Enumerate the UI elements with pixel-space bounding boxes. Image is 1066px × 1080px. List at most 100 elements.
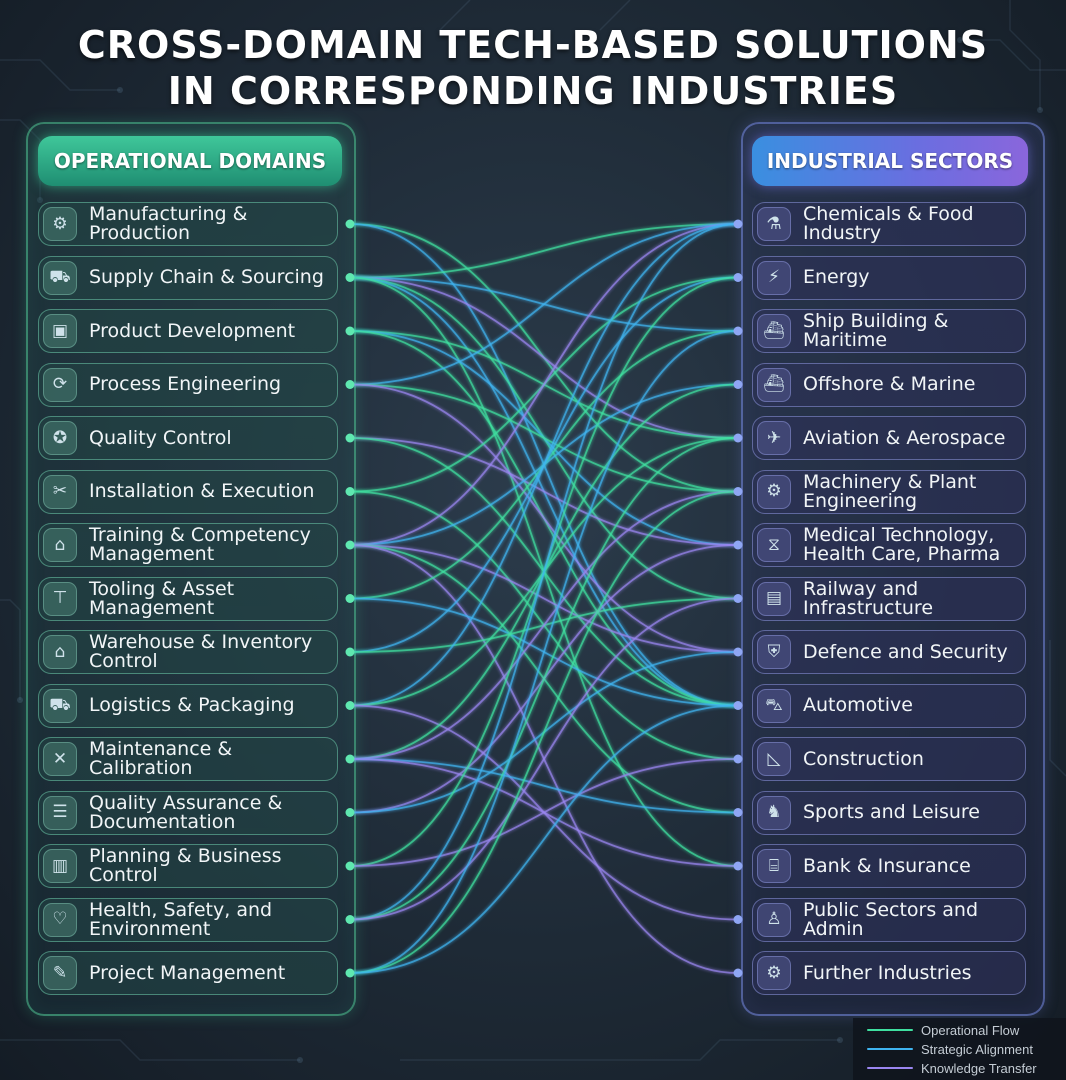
left-connector-dot	[345, 380, 355, 389]
sector-label: Medical Technology, Health Care, Pharma	[803, 524, 1001, 565]
connector-line	[349, 223, 739, 546]
domain-item-maintenance-calibration[interactable]: ✕Maintenance & Calibration	[38, 737, 338, 781]
sector-item-construction[interactable]: ◺Construction	[752, 737, 1026, 781]
legend-item-knowledge-transfer: Knowledge Transfer	[867, 1059, 1037, 1077]
right-connector-dot	[733, 219, 743, 229]
operational-domains-header: OPERATIONAL DOMAINS	[38, 136, 342, 186]
domain-label: Product Development	[89, 319, 296, 342]
domain-item-warehouse-inventory-control[interactable]: ⌂Warehouse & Inventory Control	[38, 630, 338, 674]
connector-line	[349, 223, 739, 707]
domain-label: Training & Competency Management	[89, 524, 311, 565]
sector-item-energy[interactable]: ⚡Energy	[752, 255, 1026, 300]
car-icon: ⛍	[757, 688, 791, 723]
right-connector-dot	[733, 487, 743, 496]
hands-safety-icon: ♡	[43, 902, 77, 937]
runner-icon: ♞	[757, 795, 791, 830]
domain-item-logistics-packaging[interactable]: ⛟Logistics & Packaging	[38, 683, 338, 728]
sector-item-bank-insurance[interactable]: ⌸Bank & Insurance	[752, 844, 1026, 888]
wrench-screwdriver-icon: ✕	[43, 742, 77, 776]
domain-item-installation-execution[interactable]: ✂Installation & Execution	[38, 469, 338, 514]
right-connector-dot	[733, 273, 743, 282]
right-connector-dot	[733, 540, 743, 550]
right-connector-dot	[733, 326, 743, 336]
box-icon: ▣	[43, 314, 77, 348]
shield-icon: ⛨	[757, 635, 791, 669]
sector-label: Public Sectors and Admin	[803, 898, 979, 940]
connector-line	[349, 704, 739, 974]
domain-label: Manufacturing & Production	[89, 203, 248, 244]
domain-label: Quality Assurance & Documentation	[89, 791, 283, 833]
connector-line	[349, 223, 739, 386]
left-connector-dot	[345, 647, 355, 657]
left-connector-dot	[345, 433, 355, 443]
clamp-icon: ⊤	[43, 581, 77, 616]
domain-item-quality-control[interactable]: ✪Quality Control	[38, 416, 338, 460]
domain-item-tooling-asset-management[interactable]: ⊤Tooling & Asset Management	[38, 576, 338, 621]
lightning-icon: ⚡	[757, 260, 791, 295]
bar-chart-icon: ▥	[43, 849, 77, 883]
legend: Operational Flow Strategic Alignment Kno…	[853, 1018, 1066, 1080]
sector-item-public-sectors-and-admin[interactable]: ♙ Public Sectors and Admin	[752, 897, 1026, 942]
domain-label: Warehouse & Inventory Control	[89, 631, 313, 672]
connector-line	[349, 758, 739, 867]
left-connector-dot	[345, 487, 355, 496]
domain-item-project-management[interactable]: ✎ Project Management	[38, 951, 338, 995]
offshore-ship-icon: ⛴	[757, 367, 791, 402]
domain-item-health-safety-and-environment[interactable]: ♡ Health, Safety, and Environment	[38, 897, 338, 942]
left-connector-dot	[345, 594, 355, 603]
right-connector-dot	[733, 701, 743, 710]
domain-item-quality-assurance-documentation[interactable]: ☰ Quality Assurance & Documentation	[38, 790, 338, 835]
domain-label: Project Management	[89, 961, 286, 984]
page-title-line-1: CROSS-DOMAIN TECH-BASED SOLUTIONS	[77, 23, 989, 67]
set-square-icon: ◺	[757, 742, 791, 776]
legend-label: Operational Flow	[921, 1022, 1020, 1038]
people-icon: ♙	[757, 902, 791, 937]
connector-line	[349, 758, 739, 814]
sector-item-sports-and-leisure[interactable]: ♞Sports and Leisure	[752, 790, 1026, 835]
sector-label: Aviation & Aerospace	[803, 426, 1006, 449]
left-connector-dot	[345, 540, 355, 550]
left-connector-dot	[345, 326, 355, 336]
right-connector-dot	[733, 808, 743, 817]
legend-swatch	[867, 1048, 913, 1050]
domain-item-product-development[interactable]: ▣ Product Development	[38, 309, 338, 353]
sector-item-chemicals-food-industry[interactable]: ⚗Chemicals & Food Industry	[752, 202, 1026, 246]
sector-item-ship-building-maritime[interactable]: ⛴Ship Building & Maritime	[752, 309, 1026, 353]
right-connector-dot	[733, 433, 743, 443]
document-icon: ☰	[43, 795, 77, 830]
connector-line	[349, 276, 739, 439]
connector-line	[349, 437, 739, 921]
sector-item-offshore-marine[interactable]: ⛴Offshore & Marine	[752, 362, 1026, 407]
clipboard-icon: ✎	[43, 956, 77, 990]
left-connector-dot	[345, 701, 355, 710]
legend-swatch	[867, 1029, 913, 1031]
left-connector-dot	[345, 861, 355, 871]
sector-item-railway-and-infrastructure[interactable]: ▤Railway and Infrastructure	[752, 576, 1026, 621]
left-connector-dot	[345, 219, 355, 229]
domain-item-manufacturing-production[interactable]: ⚙Manufacturing & Production	[38, 202, 338, 246]
domain-label: Health, Safety, and Environment	[89, 898, 273, 940]
domain-label: Quality Control	[89, 426, 232, 449]
domain-label: Supply Chain & Sourcing	[89, 266, 324, 288]
sector-item-medical-technology-health-care-pharma[interactable]: ⧖Medical Technology, Health Care, Pharma	[752, 523, 1026, 567]
domain-item-supply-chain-sourcing[interactable]: ⛟Supply Chain & Sourcing	[38, 255, 338, 300]
sector-item-further-industries[interactable]: ⚙Further Industries	[752, 951, 1026, 995]
sector-label: Further Industries	[803, 961, 972, 984]
ship-icon: ⛴	[757, 314, 791, 348]
flask-icon: ⚗	[757, 207, 791, 241]
sector-item-machinery-plant-engineering[interactable]: ⚙Machinery & Plant Engineering	[752, 469, 1026, 514]
domain-item-planning-business-control[interactable]: ▥Planning & Business Control	[38, 844, 338, 888]
bank-icon: ⌸	[757, 849, 791, 883]
connector-line	[349, 544, 739, 653]
domain-item-training-competency-management[interactable]: ⌂Training & Competency Management	[38, 523, 338, 567]
sector-item-automotive[interactable]: ⛍Automotive	[752, 683, 1026, 728]
domain-item-process-engineering[interactable]: ⟳Process Engineering	[38, 362, 338, 407]
right-connector-dot	[733, 647, 743, 657]
sector-item-aviation-aerospace[interactable]: ✈Aviation & Aerospace	[752, 416, 1026, 460]
legend-item-operational-flow: Operational Flow	[867, 1021, 1019, 1039]
sector-label: Railway and Infrastructure	[803, 577, 934, 619]
sector-item-defence-and-security[interactable]: ⛨Defence and Security	[752, 630, 1026, 674]
left-connector-dot	[345, 808, 355, 817]
sector-label: Machinery & Plant Engineering	[803, 470, 977, 512]
